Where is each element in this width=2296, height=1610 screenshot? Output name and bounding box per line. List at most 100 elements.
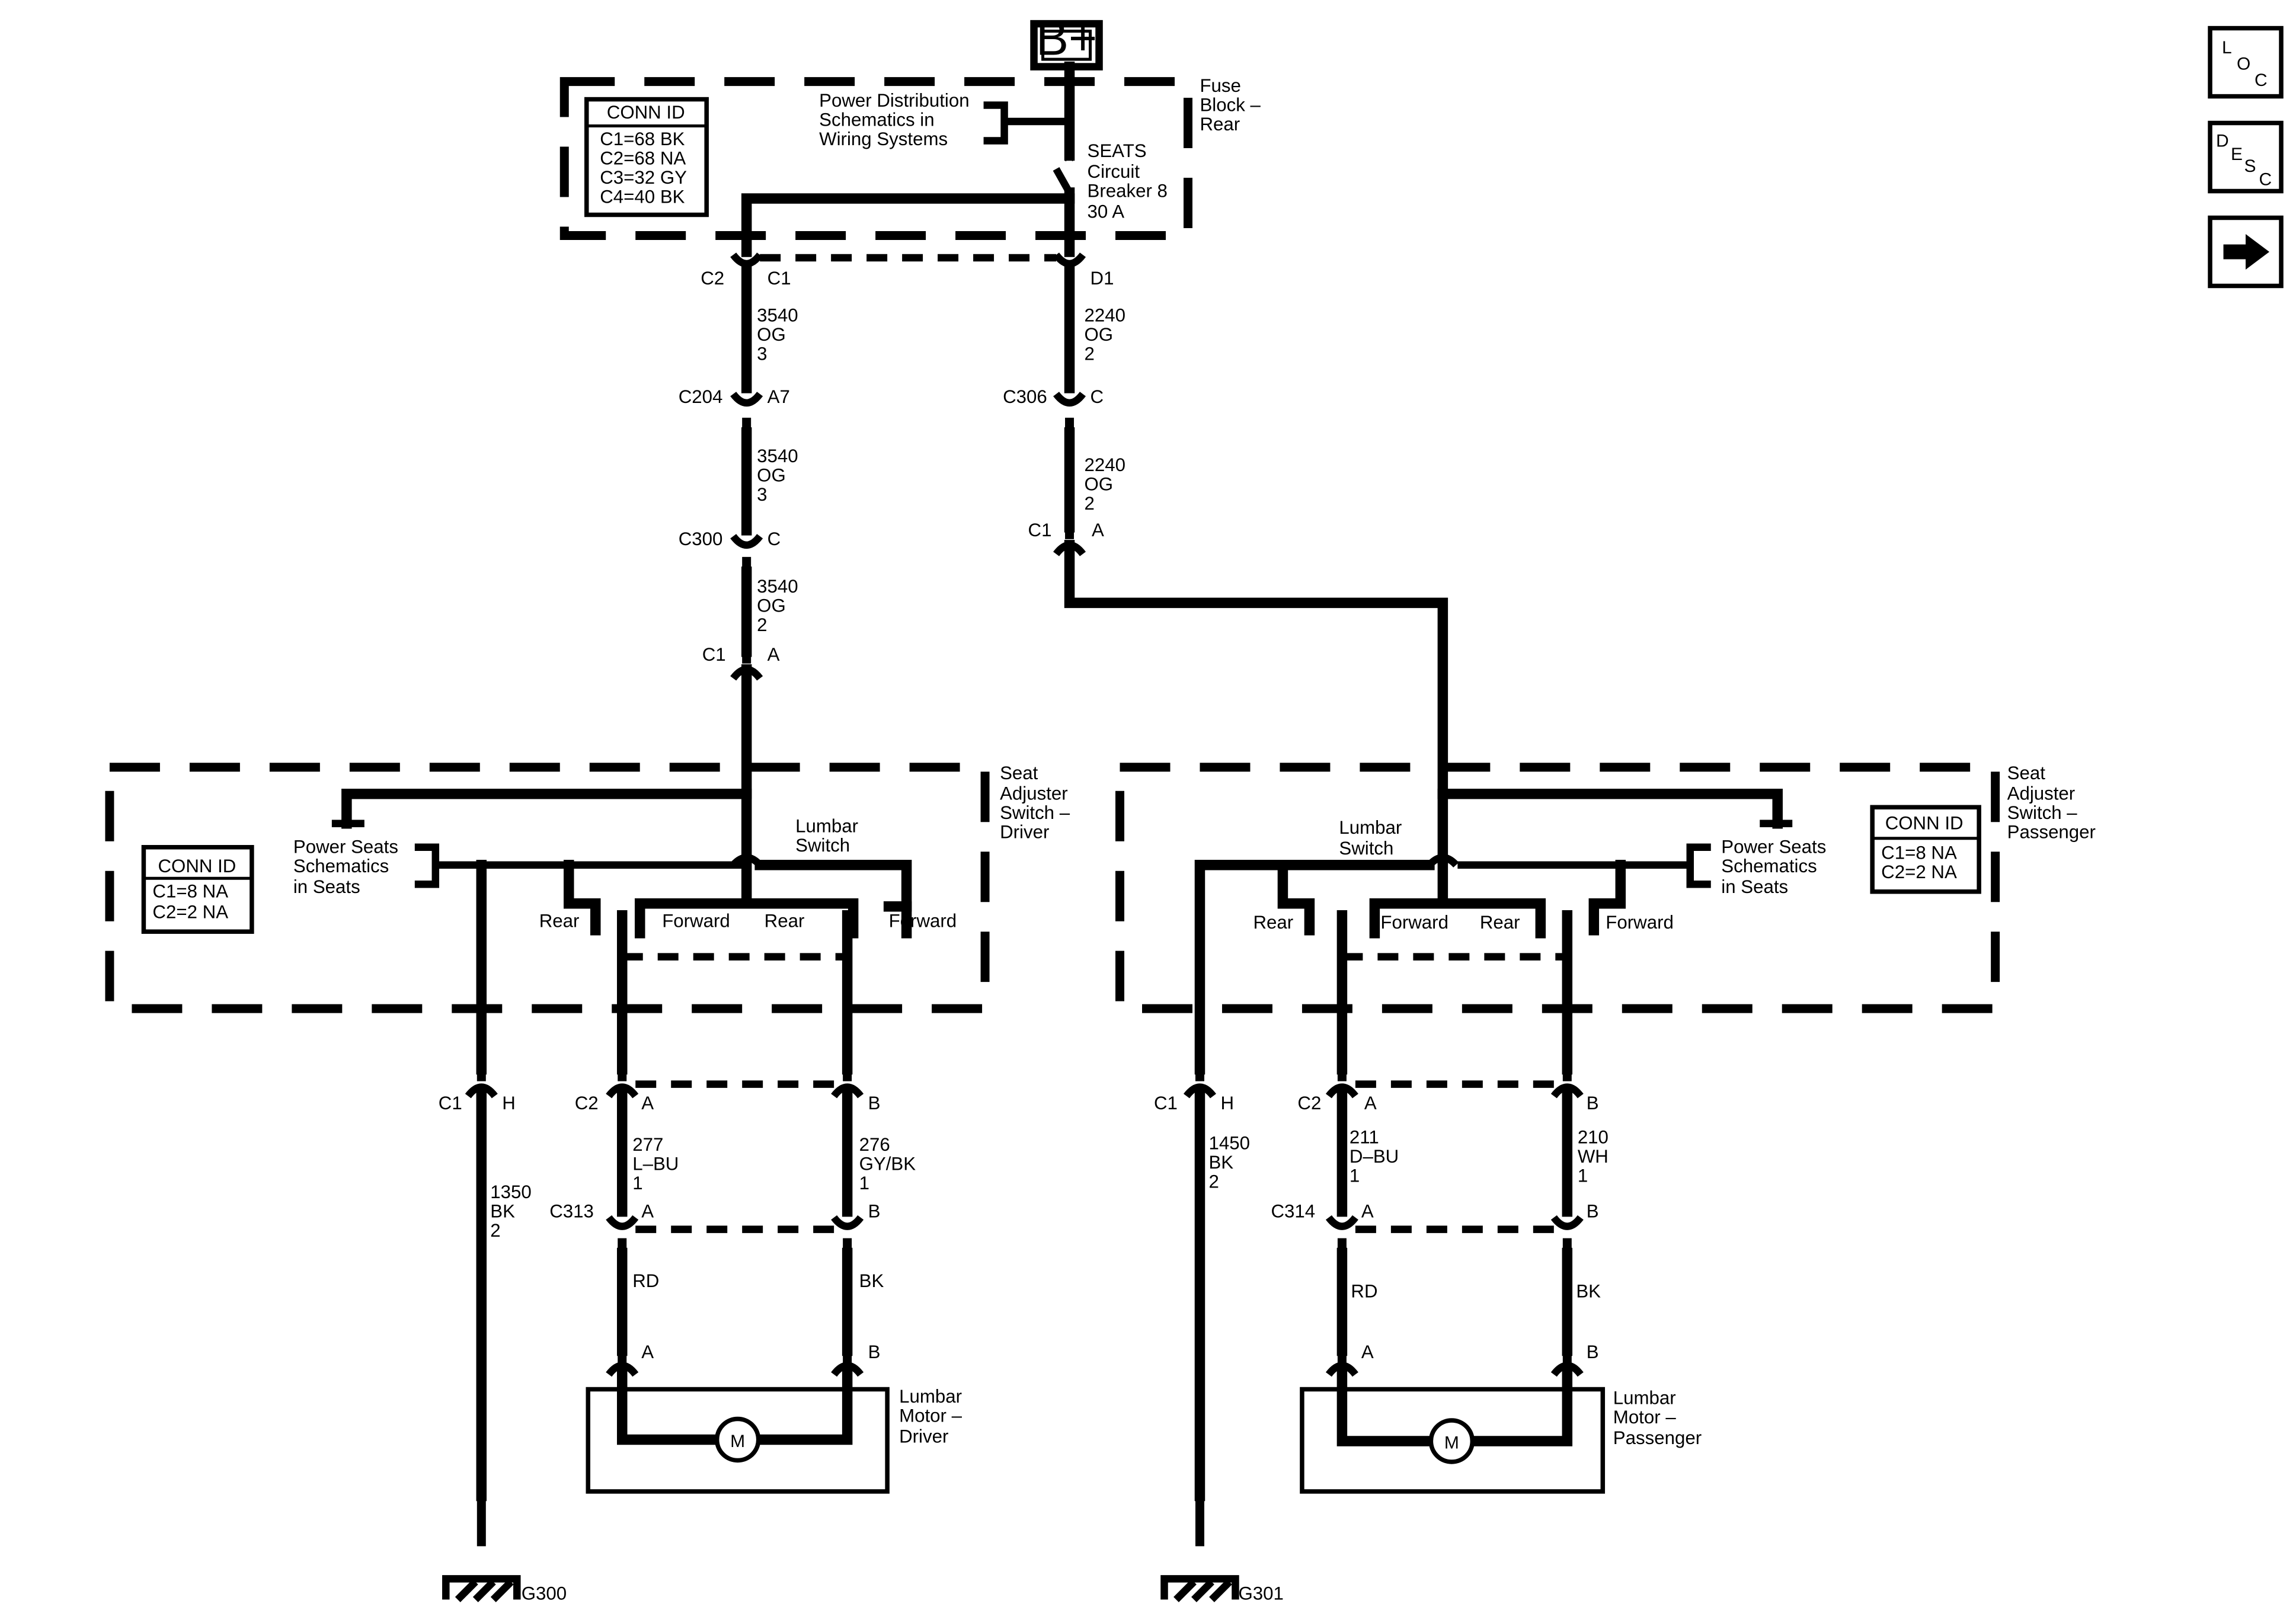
svg-text:Switch: Switch: [795, 835, 850, 856]
svg-text:C2: C2: [575, 1093, 599, 1113]
connector-c313: C313 A B: [549, 1201, 880, 1253]
battery-source: B+: [1030, 11, 1103, 71]
connector-c300: C300 C: [679, 529, 781, 572]
passenger-power-seats-note: Power Seats Schematics in Seats: [1457, 837, 1826, 897]
svg-text:C1: C1: [439, 1093, 462, 1113]
svg-text:3540: 3540: [757, 446, 798, 466]
svg-text:30 A: 30 A: [1088, 201, 1125, 222]
svg-text:C1: C1: [702, 644, 726, 665]
svg-text:Adjuster: Adjuster: [1000, 783, 1068, 804]
svg-text:Forward: Forward: [1380, 912, 1448, 933]
svg-text:Rear: Rear: [1200, 114, 1240, 135]
svg-text:Switch –: Switch –: [2007, 802, 2078, 823]
connector-passenger-c1-a: C1 A: [1028, 520, 1104, 556]
motor-symbol-icon: M: [1444, 1433, 1459, 1452]
svg-text:C1: C1: [768, 268, 791, 289]
svg-text:E: E: [2231, 145, 2243, 164]
driver-motor-colors: RD BK: [616, 1247, 884, 1356]
driver-switch-title: Seat Adjuster Switch – Driver: [1000, 763, 1070, 843]
svg-text:Rear: Rear: [765, 911, 805, 932]
svg-text:B: B: [868, 1201, 881, 1222]
svg-text:Power Seats: Power Seats: [293, 837, 398, 857]
passenger-motor-wires: 211 D–BU 1 210 WH 1: [1336, 1084, 1609, 1217]
svg-text:C3=32 GY: C3=32 GY: [600, 167, 687, 188]
svg-text:C2: C2: [1297, 1093, 1321, 1113]
svg-text:C1=8 NA: C1=8 NA: [152, 881, 228, 902]
svg-text:Breaker 8: Breaker 8: [1088, 181, 1168, 201]
arrow-right-icon: [2223, 233, 2270, 270]
svg-text:CONN ID: CONN ID: [607, 102, 685, 123]
motor-symbol-icon: M: [730, 1432, 745, 1451]
svg-text:L: L: [2222, 38, 2232, 57]
driver-conn-id: CONN ID C1=8 NA C2=2 NA: [141, 844, 254, 934]
svg-text:S: S: [2244, 156, 2256, 176]
driver-power-seats-note: Power Seats Schematics in Seats: [293, 837, 747, 897]
svg-text:A: A: [1361, 1342, 1374, 1362]
svg-text:C: C: [2259, 170, 2272, 190]
left-feed-wire: 3540 OG 3: [741, 264, 798, 393]
svg-text:3: 3: [757, 484, 767, 505]
svg-text:2: 2: [1085, 343, 1095, 364]
desc-button[interactable]: D E S C: [2208, 120, 2284, 194]
svg-text:A: A: [641, 1201, 654, 1222]
svg-text:C: C: [2255, 71, 2268, 90]
driver-switch-boundary: [105, 763, 990, 1013]
svg-text:Block –: Block –: [1200, 95, 1261, 116]
svg-text:A: A: [641, 1342, 654, 1362]
svg-text:2: 2: [490, 1220, 500, 1241]
svg-text:in Seats: in Seats: [1721, 876, 1788, 897]
svg-text:277: 277: [632, 1134, 663, 1155]
svg-text:1350: 1350: [490, 1182, 531, 1202]
fuse-block-title: Fuse Block – Rear: [1200, 75, 1261, 135]
svg-text:Power Seats: Power Seats: [1721, 837, 1826, 857]
svg-text:211: 211: [1350, 1127, 1379, 1148]
svg-text:1: 1: [1578, 1166, 1588, 1186]
svg-text:Seat: Seat: [2007, 763, 2046, 783]
svg-text:210: 210: [1578, 1127, 1609, 1148]
svg-text:OG: OG: [1085, 473, 1114, 494]
ground-g301-label: G301: [1238, 1583, 1283, 1603]
svg-text:OG: OG: [757, 324, 786, 345]
svg-text:Fuse: Fuse: [1200, 75, 1240, 96]
svg-text:Forward: Forward: [889, 911, 957, 932]
svg-text:2240: 2240: [1085, 454, 1125, 475]
svg-text:Lumbar: Lumbar: [1339, 817, 1402, 838]
svg-text:D1: D1: [1091, 268, 1114, 289]
svg-text:C1=8 NA: C1=8 NA: [1881, 843, 1957, 863]
svg-text:B: B: [868, 1342, 881, 1362]
svg-text:Passenger: Passenger: [1613, 1427, 1702, 1448]
fuse-block-boundary: [559, 77, 1192, 240]
loc-button[interactable]: L O C: [2208, 25, 2284, 99]
svg-text:C314: C314: [1271, 1201, 1315, 1222]
svg-text:OG: OG: [757, 465, 786, 485]
driver-switch-connectors: C1 H C2 A B: [439, 1069, 880, 1113]
next-button[interactable]: [2208, 215, 2284, 289]
ground-g300-icon: G300: [442, 1575, 567, 1603]
svg-text:Motor –: Motor –: [1613, 1407, 1677, 1427]
svg-text:RD: RD: [632, 1270, 659, 1291]
svg-text:BK: BK: [859, 1270, 884, 1291]
svg-text:3540: 3540: [757, 576, 798, 597]
svg-text:SEATS: SEATS: [1088, 140, 1147, 161]
passenger-motor-colors: RD BK: [1336, 1247, 1601, 1356]
svg-text:Forward: Forward: [662, 911, 730, 932]
svg-text:CONN ID: CONN ID: [158, 856, 236, 876]
svg-text:Schematics: Schematics: [293, 856, 389, 876]
svg-text:A: A: [641, 1093, 654, 1113]
connector-c204: C204 A7: [679, 386, 790, 433]
passenger-lumbar-motor: M Lumbar Motor – Passenger: [1300, 1363, 1702, 1494]
ground-g301-icon: G301: [1160, 1575, 1284, 1603]
svg-text:C306: C306: [1003, 386, 1047, 407]
svg-text:Schematics: Schematics: [1721, 856, 1817, 876]
svg-text:CONN ID: CONN ID: [1885, 813, 1964, 834]
svg-text:2: 2: [1208, 1172, 1219, 1192]
svg-text:2: 2: [1085, 493, 1095, 514]
svg-text:C: C: [768, 529, 781, 549]
svg-text:OG: OG: [1085, 324, 1114, 345]
driver-ground-wire: 1350 BK 2: [476, 1084, 532, 1579]
battery-label: B+: [1036, 11, 1097, 66]
svg-text:Passenger: Passenger: [2007, 822, 2096, 843]
svg-text:Rear: Rear: [1480, 912, 1520, 933]
svg-text:276: 276: [859, 1134, 890, 1155]
svg-text:O: O: [2237, 55, 2250, 74]
